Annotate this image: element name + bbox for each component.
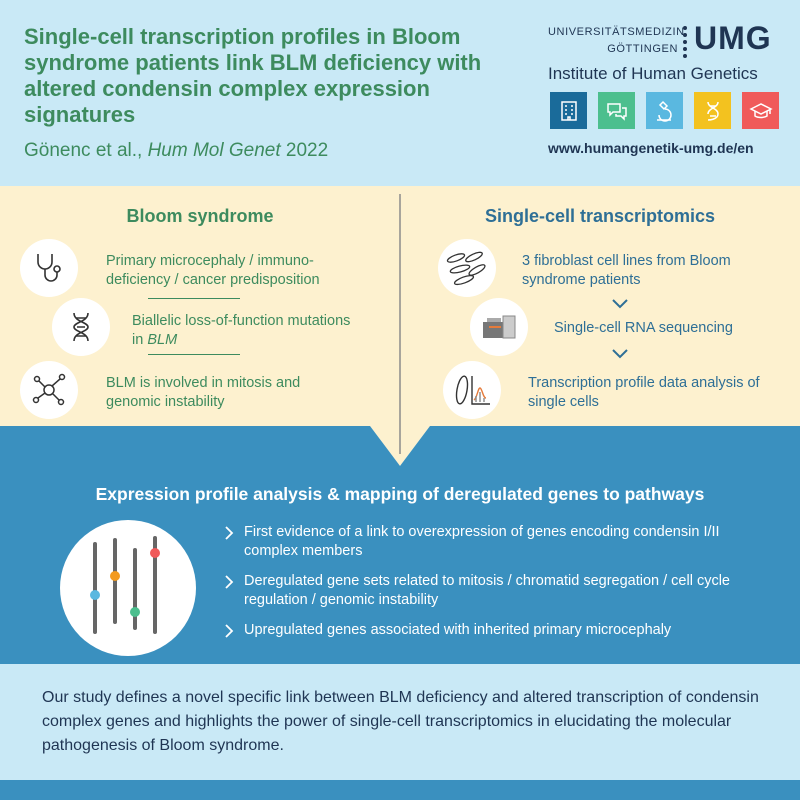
divider: [148, 354, 240, 355]
sc-title: Single-cell transcriptomics: [484, 206, 716, 226]
graduation-cap-icon: [742, 92, 779, 129]
dna-icon: [694, 92, 731, 129]
institute-name: Institute of Human Genetics: [548, 64, 758, 83]
bloom-item-2-text: Biallelic loss-of-function mutations in: [132, 313, 351, 348]
analysis-title: Expression profile analysis & mapping of…: [95, 484, 705, 504]
sequencer-icon: [470, 298, 528, 356]
building-icon: [550, 92, 587, 129]
stethoscope-icon: [20, 239, 78, 297]
umg-university: UNIVERSITÄTSMEDIZIN GÖTTINGEN: [548, 24, 685, 58]
header: Single-cell transcription profiles in Bl…: [0, 0, 800, 186]
bloom-title: Bloom syndrome: [126, 206, 274, 226]
finding-3: Upregulated genes associated with inheri…: [222, 621, 764, 640]
finding-1-text: First evidence of a link to overexpressi…: [244, 524, 720, 559]
umg-divider: [683, 26, 687, 58]
finding-3-text: Upregulated genes associated with inheri…: [244, 622, 672, 638]
sliders-icon: [60, 520, 196, 656]
bottom-bar: [0, 780, 800, 800]
umg-line2: GÖTTINGEN: [607, 43, 678, 55]
conclusion-text: Our study defines a novel specific link …: [42, 689, 759, 754]
bloom-item-3: BLM is involved in mitosis and genomic i…: [106, 375, 301, 410]
citation: Gönenc et al., Hum Mol Genet 2022: [24, 140, 328, 162]
sc-item-2: Single-cell RNA sequencing: [554, 320, 733, 336]
website-link[interactable]: www.humangenetik-umg.de/en: [548, 140, 754, 156]
umg-line1: UNIVERSITÄTSMEDIZIN: [548, 26, 685, 38]
finding-1: First evidence of a link to overexpressi…: [222, 523, 734, 561]
paper-title: Single-cell transcription profiles in Bl…: [24, 24, 482, 127]
chevron-down-icon: [612, 349, 628, 359]
authors: Gönenc et al.,: [24, 140, 143, 161]
chat-icon: [598, 92, 635, 129]
divider: [148, 298, 240, 299]
chevron-right-icon: [225, 624, 234, 638]
bloom-item-1: Primary microcephaly / immuno-deficiency…: [106, 253, 320, 288]
umg-logo: UMG: [694, 20, 772, 56]
chevron-right-icon: [225, 575, 234, 589]
microscope-icon: [646, 92, 683, 129]
dna-icon: [52, 298, 110, 356]
sc-item-3: Transcription profile data analysis of s…: [528, 375, 760, 410]
sc-item-1: 3 fibroblast cell lines from Bloom syndr…: [522, 253, 731, 288]
bloom-item-2-gene: BLM: [147, 332, 178, 348]
cell-analysis-icon: [443, 361, 501, 419]
bloom-item-2: Biallelic loss-of-function mutations in …: [132, 312, 362, 350]
institute-icons: [550, 92, 779, 129]
journal: Hum Mol Genet: [147, 140, 281, 161]
year: 2022: [285, 140, 329, 161]
network-icon: [20, 361, 78, 419]
finding-2-text: Deregulated gene sets related to mitosis…: [244, 573, 730, 608]
panels-background: [0, 186, 800, 466]
chevron-right-icon: [225, 526, 234, 540]
info-panels: Bloom syndrome Single-cell transcriptomi…: [0, 186, 800, 466]
finding-2: Deregulated gene sets related to mitosis…: [222, 572, 754, 610]
cells-icon: [438, 239, 496, 297]
chevron-down-icon: [612, 299, 628, 309]
